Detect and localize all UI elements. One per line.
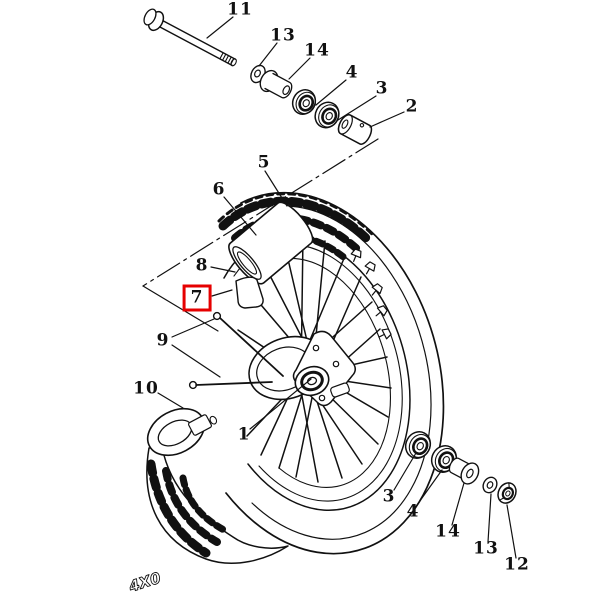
callout-1-hub: 1 (237, 424, 251, 445)
spoke-nipples (350, 248, 392, 340)
axle-centerline (142, 138, 379, 332)
callout-9-spokes: 9 (156, 330, 170, 351)
callout-7-highlighted: 7 (182, 284, 212, 312)
collar-part-14-top (259, 69, 293, 99)
callout-3-bearing-bottom: 3 (382, 486, 396, 507)
bearing-part-3-top (314, 101, 340, 129)
loose-spokes (188, 311, 284, 390)
axle-threads (219, 52, 235, 65)
callout-14-collar-bottom: 14 (435, 521, 461, 542)
callout-13-washer-bottom: 13 (473, 538, 499, 559)
corner-stamp: 4X0 (125, 568, 163, 596)
callout-10-cross-section: 10 (133, 378, 159, 399)
callout-4-bearing-bottom: 4 (406, 501, 420, 522)
tire-cross-section (146, 407, 289, 564)
spacer-part-2 (337, 114, 373, 145)
callout-4-bearing-top: 4 (345, 62, 359, 83)
nut-part-12 (497, 482, 517, 504)
collar-part-14-bottom (448, 457, 480, 485)
leader-lines (157, 16, 517, 559)
callout-5-tire: 5 (257, 152, 271, 173)
callout-2-spacer: 2 (405, 96, 419, 117)
wheel-hub (248, 330, 356, 407)
bearing-part-3-bottom (404, 431, 432, 459)
tire-outline (225, 191, 445, 555)
washer-part-13-bottom (482, 476, 498, 494)
callout-11-axle: 11 (227, 0, 253, 20)
callout-14-collar-top: 14 (304, 40, 330, 61)
axle-part-11 (143, 8, 237, 67)
rim-band-ring (232, 246, 262, 280)
bearing-part-4-top (291, 89, 317, 115)
callout-6-tube: 6 (212, 179, 226, 200)
callout-13-washer-top: 13 (270, 25, 296, 46)
stamp-text: 4X0 (126, 569, 163, 596)
rim-lock-flap-part-7 (235, 276, 264, 309)
inner-tube-roll (228, 201, 314, 309)
callout-3-bearing-top: 3 (375, 78, 389, 99)
callout-8-rim-band: 8 (195, 255, 209, 276)
callout-12-nut: 12 (504, 554, 530, 575)
